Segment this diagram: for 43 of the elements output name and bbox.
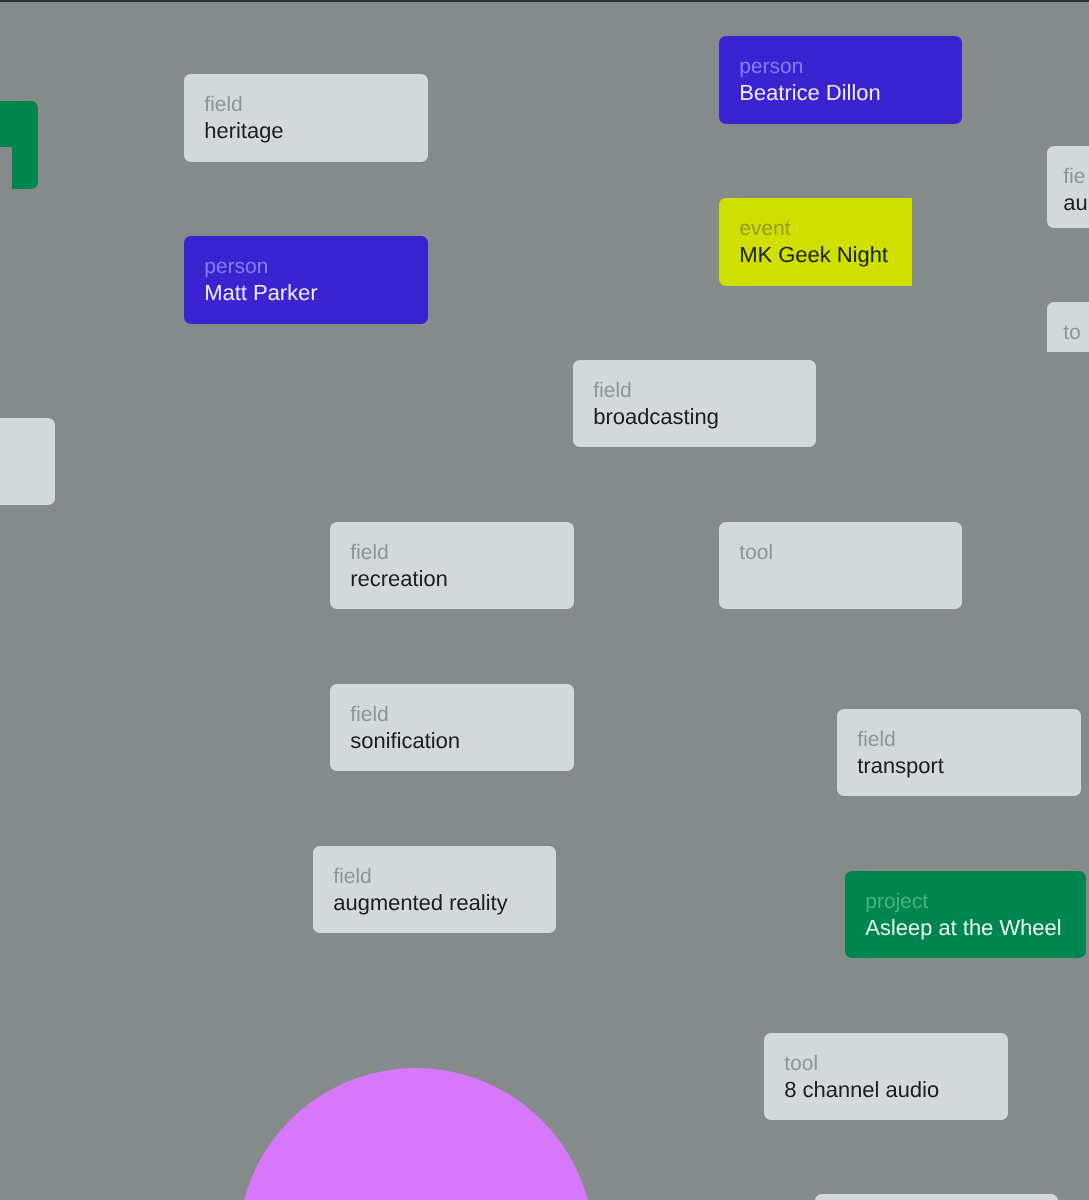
category-label: tool — [739, 543, 772, 560]
category-label: event — [740, 221, 791, 236]
name-label: 8 channel audio — [785, 1081, 939, 1098]
name-label: transport — [857, 758, 944, 778]
card — [1047, 146, 1089, 228]
name-label: Beatrice Dillon — [741, 84, 880, 101]
card — [837, 709, 1081, 796]
card — [815, 1194, 1058, 1200]
card — [719, 36, 962, 124]
category-label: tool — [784, 1054, 817, 1071]
card — [0, 418, 55, 505]
card — [719, 522, 962, 609]
card — [330, 684, 574, 771]
name-label: heritage — [205, 122, 283, 143]
card — [764, 1033, 1008, 1120]
category-label: field — [350, 543, 388, 560]
card — [719, 198, 912, 286]
name-label: au — [1064, 198, 1087, 211]
name-label: MK Geek Night — [741, 246, 888, 267]
name-label: Asleep at the Wheel — [865, 919, 1061, 940]
category-label: field — [350, 705, 388, 722]
category-label: to — [1063, 325, 1080, 340]
card — [330, 522, 574, 609]
card — [573, 360, 816, 447]
category-label: person — [205, 261, 267, 278]
name-label: sonification — [350, 732, 459, 749]
card — [845, 871, 1086, 958]
category-label: field — [333, 867, 371, 884]
category-label: field — [593, 381, 631, 398]
category-label: project — [866, 892, 928, 913]
card — [0, 101, 38, 189]
category-label: person — [740, 61, 802, 78]
category-label: fie — [1063, 167, 1085, 184]
name-label: augmented reality — [334, 894, 508, 915]
card — [184, 236, 428, 324]
name-label: Matt Parker — [206, 284, 318, 301]
category-label: field — [204, 95, 242, 112]
card — [184, 74, 428, 162]
category-label: field — [857, 730, 895, 747]
card — [1047, 302, 1089, 352]
card — [313, 846, 556, 933]
name-label: broadcasting — [594, 408, 718, 429]
name-label: recreation — [351, 570, 447, 587]
